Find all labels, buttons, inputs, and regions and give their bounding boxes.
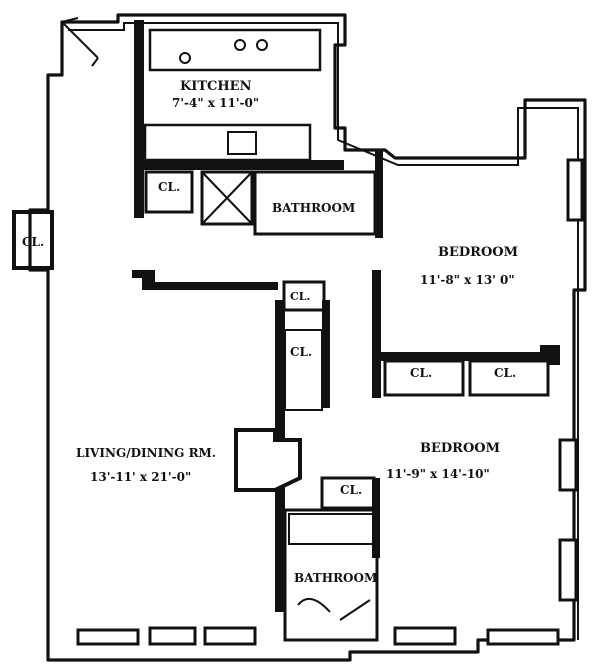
kitchen-wall-left [134, 20, 144, 218]
window [393, 626, 457, 646]
closet-bedroom1-a [383, 359, 465, 397]
kitchen-wall-bottom [134, 160, 344, 170]
closet-hall [282, 280, 326, 312]
living-label: LIVING/DINING RM. [76, 446, 216, 460]
window-right [558, 438, 578, 492]
bedroom1-door-jog [540, 345, 560, 365]
window-right [566, 158, 584, 222]
bedroom1-wall-left [372, 270, 381, 398]
kitchen-label: KITCHEN [180, 79, 252, 94]
chimney-breast [234, 428, 302, 492]
kitchen-counter-top [148, 28, 322, 72]
bedroom2-dims: 11'-9" x 14'-10" [386, 467, 490, 481]
window [76, 628, 140, 646]
bedroom2-label: BEDROOM [420, 441, 500, 456]
window [486, 628, 560, 646]
bathroom-2 [283, 508, 379, 642]
closet-kitchen [144, 170, 194, 214]
bath2-wall-right [372, 478, 380, 558]
shaft-cross [201, 171, 253, 225]
closet-label: CL. [410, 366, 432, 380]
bedroom1-label: BEDROOM [438, 245, 518, 260]
bathroom2-label: BATHROOM [294, 571, 377, 585]
closet-corridor [284, 329, 323, 411]
hall-wall [132, 270, 278, 290]
stove-burner [256, 39, 268, 51]
outer-wall-inner [68, 22, 579, 640]
closet-label: CL. [494, 366, 516, 380]
closet-entry [12, 210, 54, 270]
utility-shaft [200, 170, 254, 226]
bath2-door [297, 597, 371, 621]
window [203, 626, 257, 646]
closet-label: CL. [158, 180, 180, 194]
entry-door [61, 17, 99, 67]
closet-bedroom1-b [468, 359, 550, 397]
stove-burner [179, 52, 191, 64]
bathroom1-label: BATHROOM [272, 201, 355, 215]
outer-wall [28, 13, 587, 662]
kitchen-dims: 7'-4" x 11'-0" [172, 96, 259, 110]
window-right [558, 538, 578, 602]
bathroom-1-wall [375, 150, 383, 238]
window [148, 626, 197, 646]
corridor-wall-right [322, 300, 330, 408]
stove-burner [234, 39, 246, 51]
bedroom1-dims: 11'-8" x 13' 0" [420, 273, 515, 287]
bedroom1-wall-bottom [372, 352, 557, 361]
closet-label: CL. [22, 235, 44, 249]
living-dims: 13'-11' x 21'-0" [90, 470, 191, 484]
closet-label: CL. [290, 290, 310, 303]
closet-label: CL. [340, 483, 362, 497]
closet-label: CL. [290, 345, 312, 359]
kitchen-sink [227, 131, 257, 155]
